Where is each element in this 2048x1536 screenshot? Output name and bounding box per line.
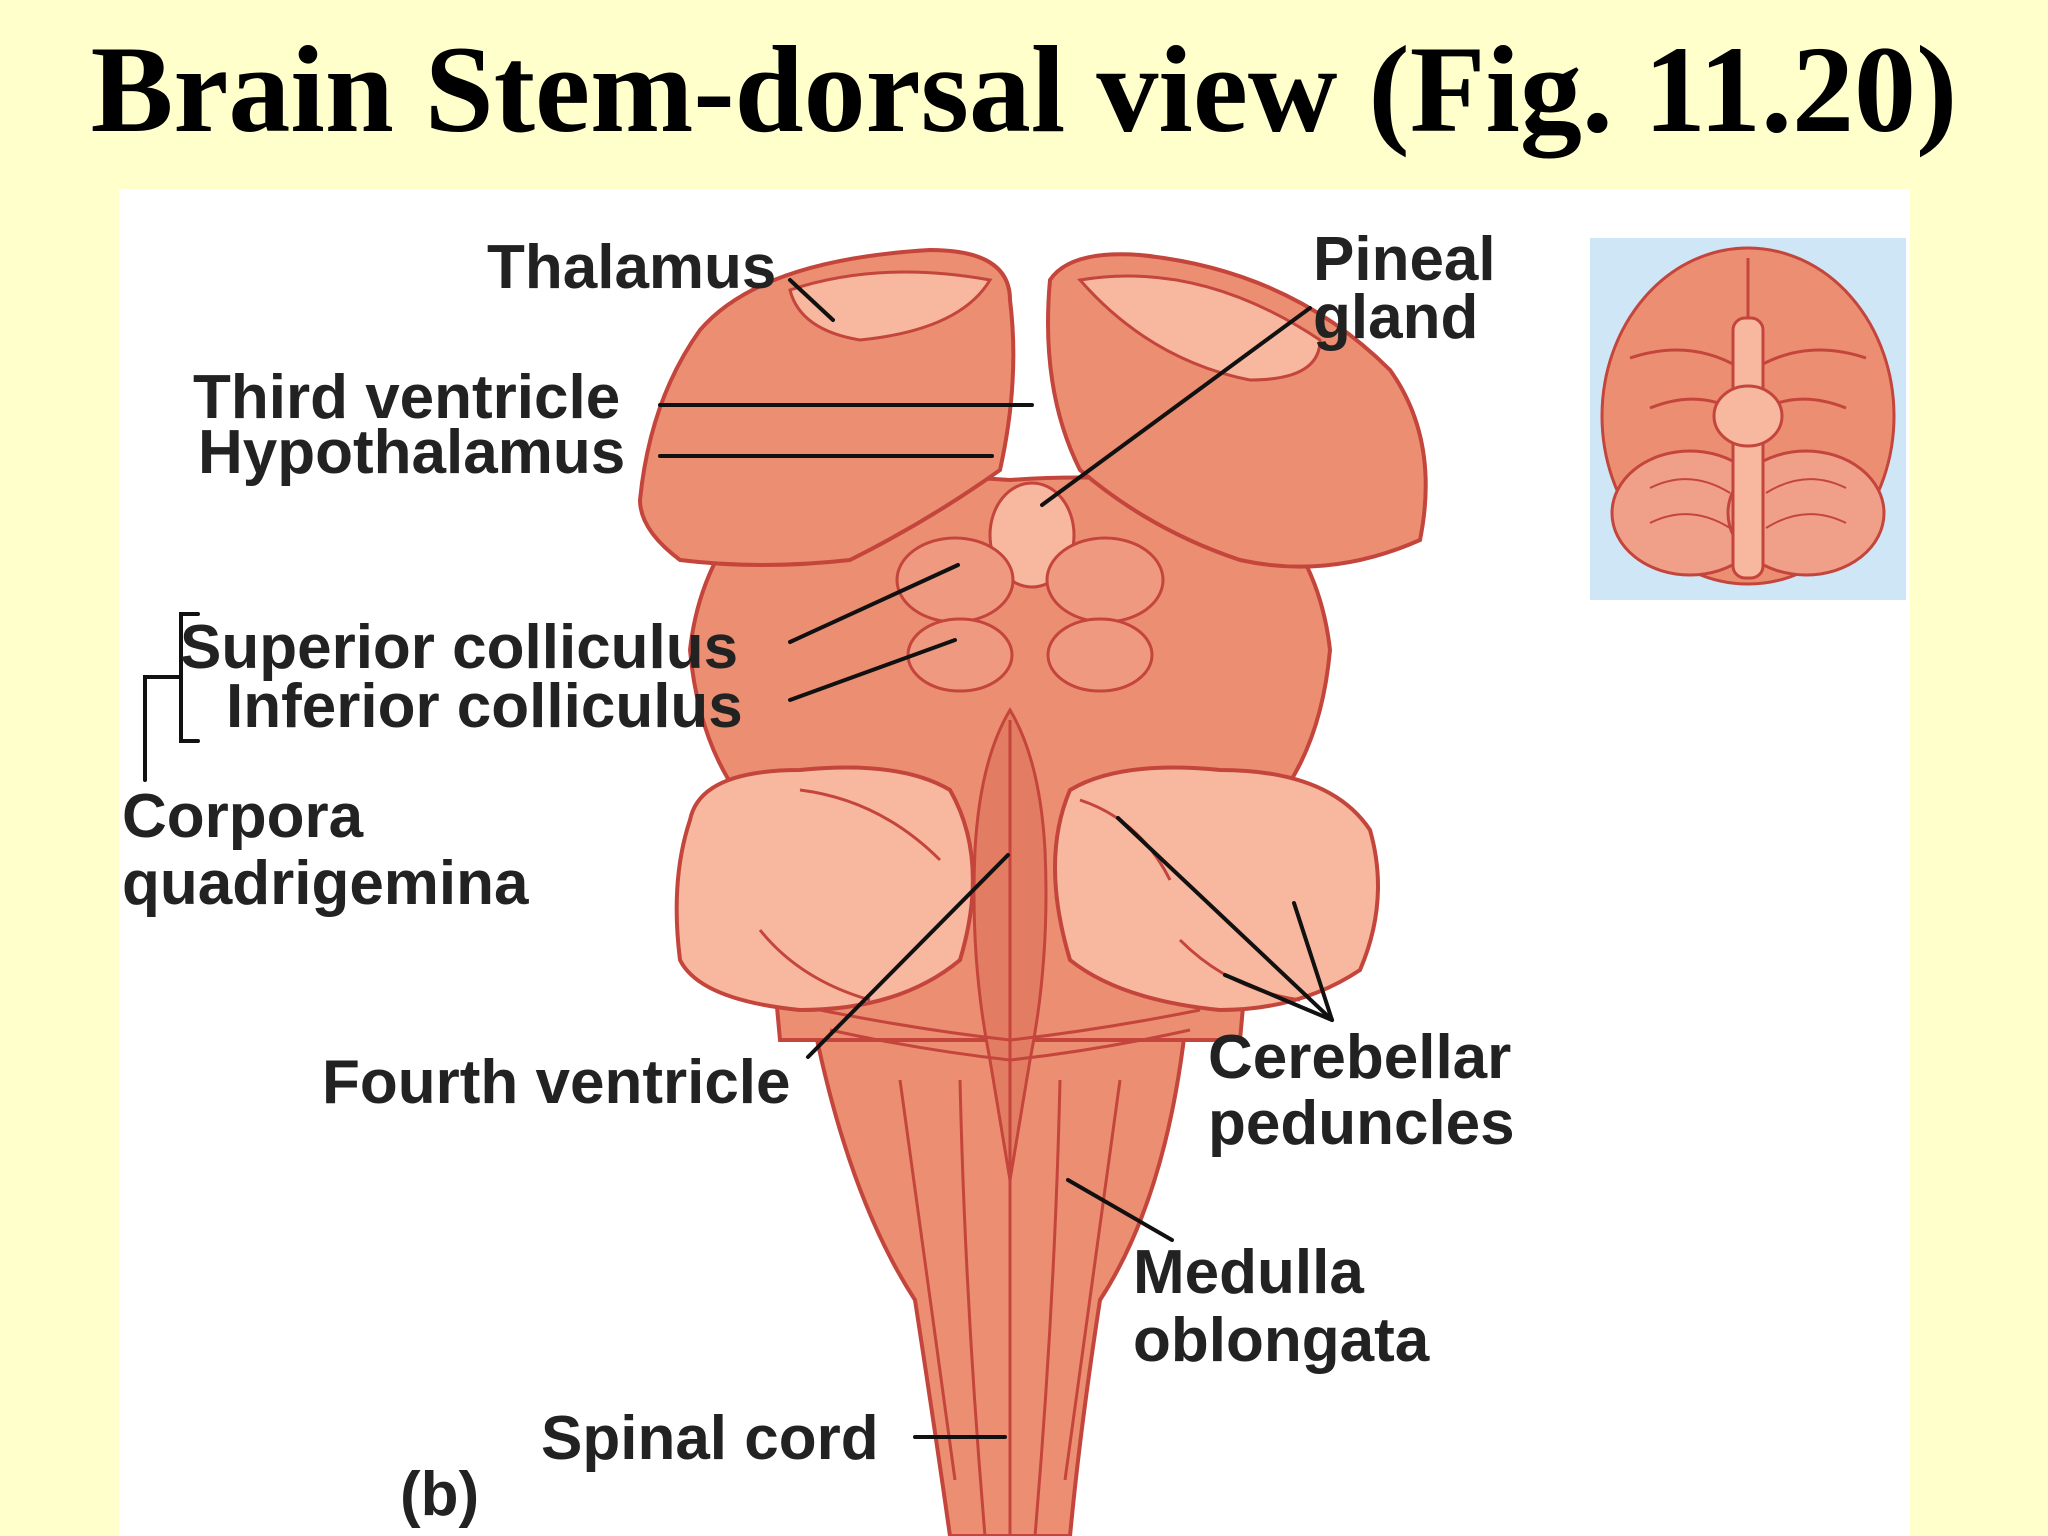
spinal-cord-shape <box>812 1028 1188 1536</box>
leader-cerebellar-peduncle-c <box>1292 901 1334 1022</box>
label-medulla-line2: oblongata <box>1133 1306 1430 1375</box>
label-third-ventricle: Third ventricle <box>193 363 620 432</box>
label-hypothalamus: Hypothalamus <box>198 418 625 487</box>
leader-pineal-gland <box>1040 306 1312 507</box>
inferior-colliculus-right-shape <box>1046 617 1154 693</box>
label-corpora-line2: quadrigemina <box>122 849 529 918</box>
leader-medulla-oblongata <box>1066 1178 1174 1242</box>
inferior-colliculus-left-shape <box>906 617 1014 693</box>
inset-brain-thumbnail <box>1590 238 1906 600</box>
superior-colliculus-right-shape <box>1045 536 1165 624</box>
leader-superior-colliculus <box>788 563 960 644</box>
leader-cerebellar-peduncle-a <box>1116 816 1334 1022</box>
label-pineal-line2: gland <box>1313 283 1478 352</box>
label-cerebellar-line2: peduncles <box>1208 1089 1515 1158</box>
panel-label: (b) <box>400 1460 479 1529</box>
superior-colliculus-left-shape <box>895 536 1015 624</box>
label-medulla-line1: Medulla <box>1133 1238 1364 1307</box>
leader-fourth-ventricle <box>806 853 1010 1059</box>
leader-thalamus <box>788 278 835 322</box>
cerebellar-peduncle-right-shape <box>1053 765 1380 1013</box>
slide-title: Brain Stem-dorsal view (Fig. 11.20) <box>90 21 1958 158</box>
inset-brain-icon <box>1600 246 1896 586</box>
corpora-bracket <box>143 612 200 782</box>
leader-cerebellar-peduncle-b <box>1223 973 1334 1022</box>
leader-inferior-colliculus <box>788 638 957 702</box>
cerebellar-peduncle-left-shape <box>674 765 975 1013</box>
label-spinal-cord: Spinal cord <box>541 1404 879 1473</box>
label-fourth-ventricle: Fourth ventricle <box>322 1048 791 1117</box>
label-corpora-line1: Corpora <box>122 782 364 851</box>
label-pineal-line1: Pineal <box>1313 225 1496 294</box>
label-superior-colliculus: Superior colliculus <box>180 613 738 682</box>
label-cerebellar-line1: Cerebellar <box>1208 1023 1511 1092</box>
label-thalamus: Thalamus <box>487 233 776 302</box>
label-inferior-colliculus: Inferior colliculus <box>226 672 743 741</box>
